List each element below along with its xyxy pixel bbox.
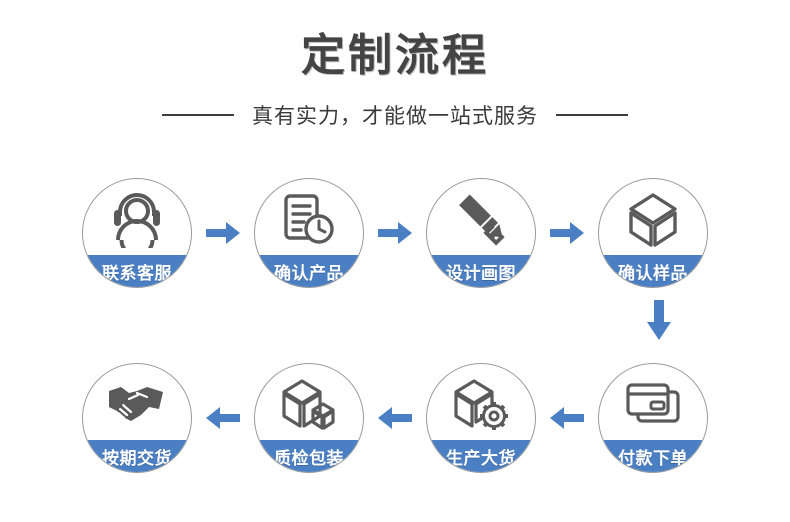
process-step-3[interactable]: 设计画图 — [426, 178, 536, 288]
process-step-8-band: 按期交货 — [83, 440, 191, 472]
arrow-right-icon — [378, 222, 412, 244]
document-clock-icon — [255, 188, 363, 252]
process-step-8-label: 按期交货 — [102, 448, 172, 468]
process-step-2-band: 确认产品 — [255, 255, 363, 287]
headset-support-icon — [83, 188, 191, 252]
process-step-8[interactable]: 按期交货 — [82, 363, 192, 473]
handshake-icon — [83, 373, 191, 437]
process-step-7[interactable]: 质检包装 — [254, 363, 364, 473]
arrow-3-4 — [536, 221, 598, 245]
arrow-7-8 — [192, 406, 254, 430]
process-row-1: 联系客服 — [0, 178, 790, 288]
arrow-left-icon — [378, 407, 412, 429]
arrow-2-3 — [364, 221, 426, 245]
process-row-2: 按期交货 — [0, 363, 790, 473]
arrow-down-icon — [647, 300, 671, 340]
boxes-packaging-icon — [255, 373, 363, 437]
process-step-1[interactable]: 联系客服 — [82, 178, 192, 288]
arrow-5-6 — [536, 406, 598, 430]
process-step-3-label: 设计画图 — [446, 263, 516, 283]
process-step-4-label: 确认样品 — [618, 263, 688, 283]
subtitle-rule-right — [556, 114, 628, 116]
process-step-6-band: 生产大货 — [427, 440, 535, 472]
process-step-6-label: 生产大货 — [446, 448, 516, 468]
cube-sample-icon — [599, 188, 707, 252]
connector-row1-row2 — [0, 300, 790, 340]
arrow-right-icon — [206, 222, 240, 244]
process-step-2[interactable]: 确认产品 — [254, 178, 364, 288]
arrow-left-icon — [206, 407, 240, 429]
page-title: 定制流程 — [301, 31, 489, 80]
process-step-6[interactable]: 生产大货 — [426, 363, 536, 473]
process-step-5[interactable]: 付款下单 — [598, 363, 708, 473]
arrow-6-7 — [364, 406, 426, 430]
page-header: 定制流程 真有实力，才能做一站式服务 — [0, 0, 790, 130]
subtitle-rule-left — [162, 114, 234, 116]
page-subtitle: 真有实力，才能做一站式服务 — [252, 105, 538, 128]
process-step-3-band: 设计画图 — [427, 255, 535, 287]
box-gear-icon — [427, 373, 535, 437]
arrow-1-2 — [192, 221, 254, 245]
process-step-2-label: 确认产品 — [274, 263, 344, 283]
credit-card-icon — [599, 373, 707, 437]
process-step-4[interactable]: 确认样品 — [598, 178, 708, 288]
pencil-drafting-icon — [427, 188, 535, 252]
process-step-5-label: 付款下单 — [618, 448, 688, 468]
arrow-left-icon — [550, 407, 584, 429]
subtitle-row: 真有实力，才能做一站式服务 — [0, 100, 790, 130]
process-step-7-band: 质检包装 — [255, 440, 363, 472]
process-step-7-label: 质检包装 — [274, 448, 344, 468]
process-step-1-label: 联系客服 — [102, 263, 172, 283]
arrow-right-icon — [550, 222, 584, 244]
process-step-4-band: 确认样品 — [599, 255, 707, 287]
process-step-5-band: 付款下单 — [599, 440, 707, 472]
process-step-1-band: 联系客服 — [83, 255, 191, 287]
